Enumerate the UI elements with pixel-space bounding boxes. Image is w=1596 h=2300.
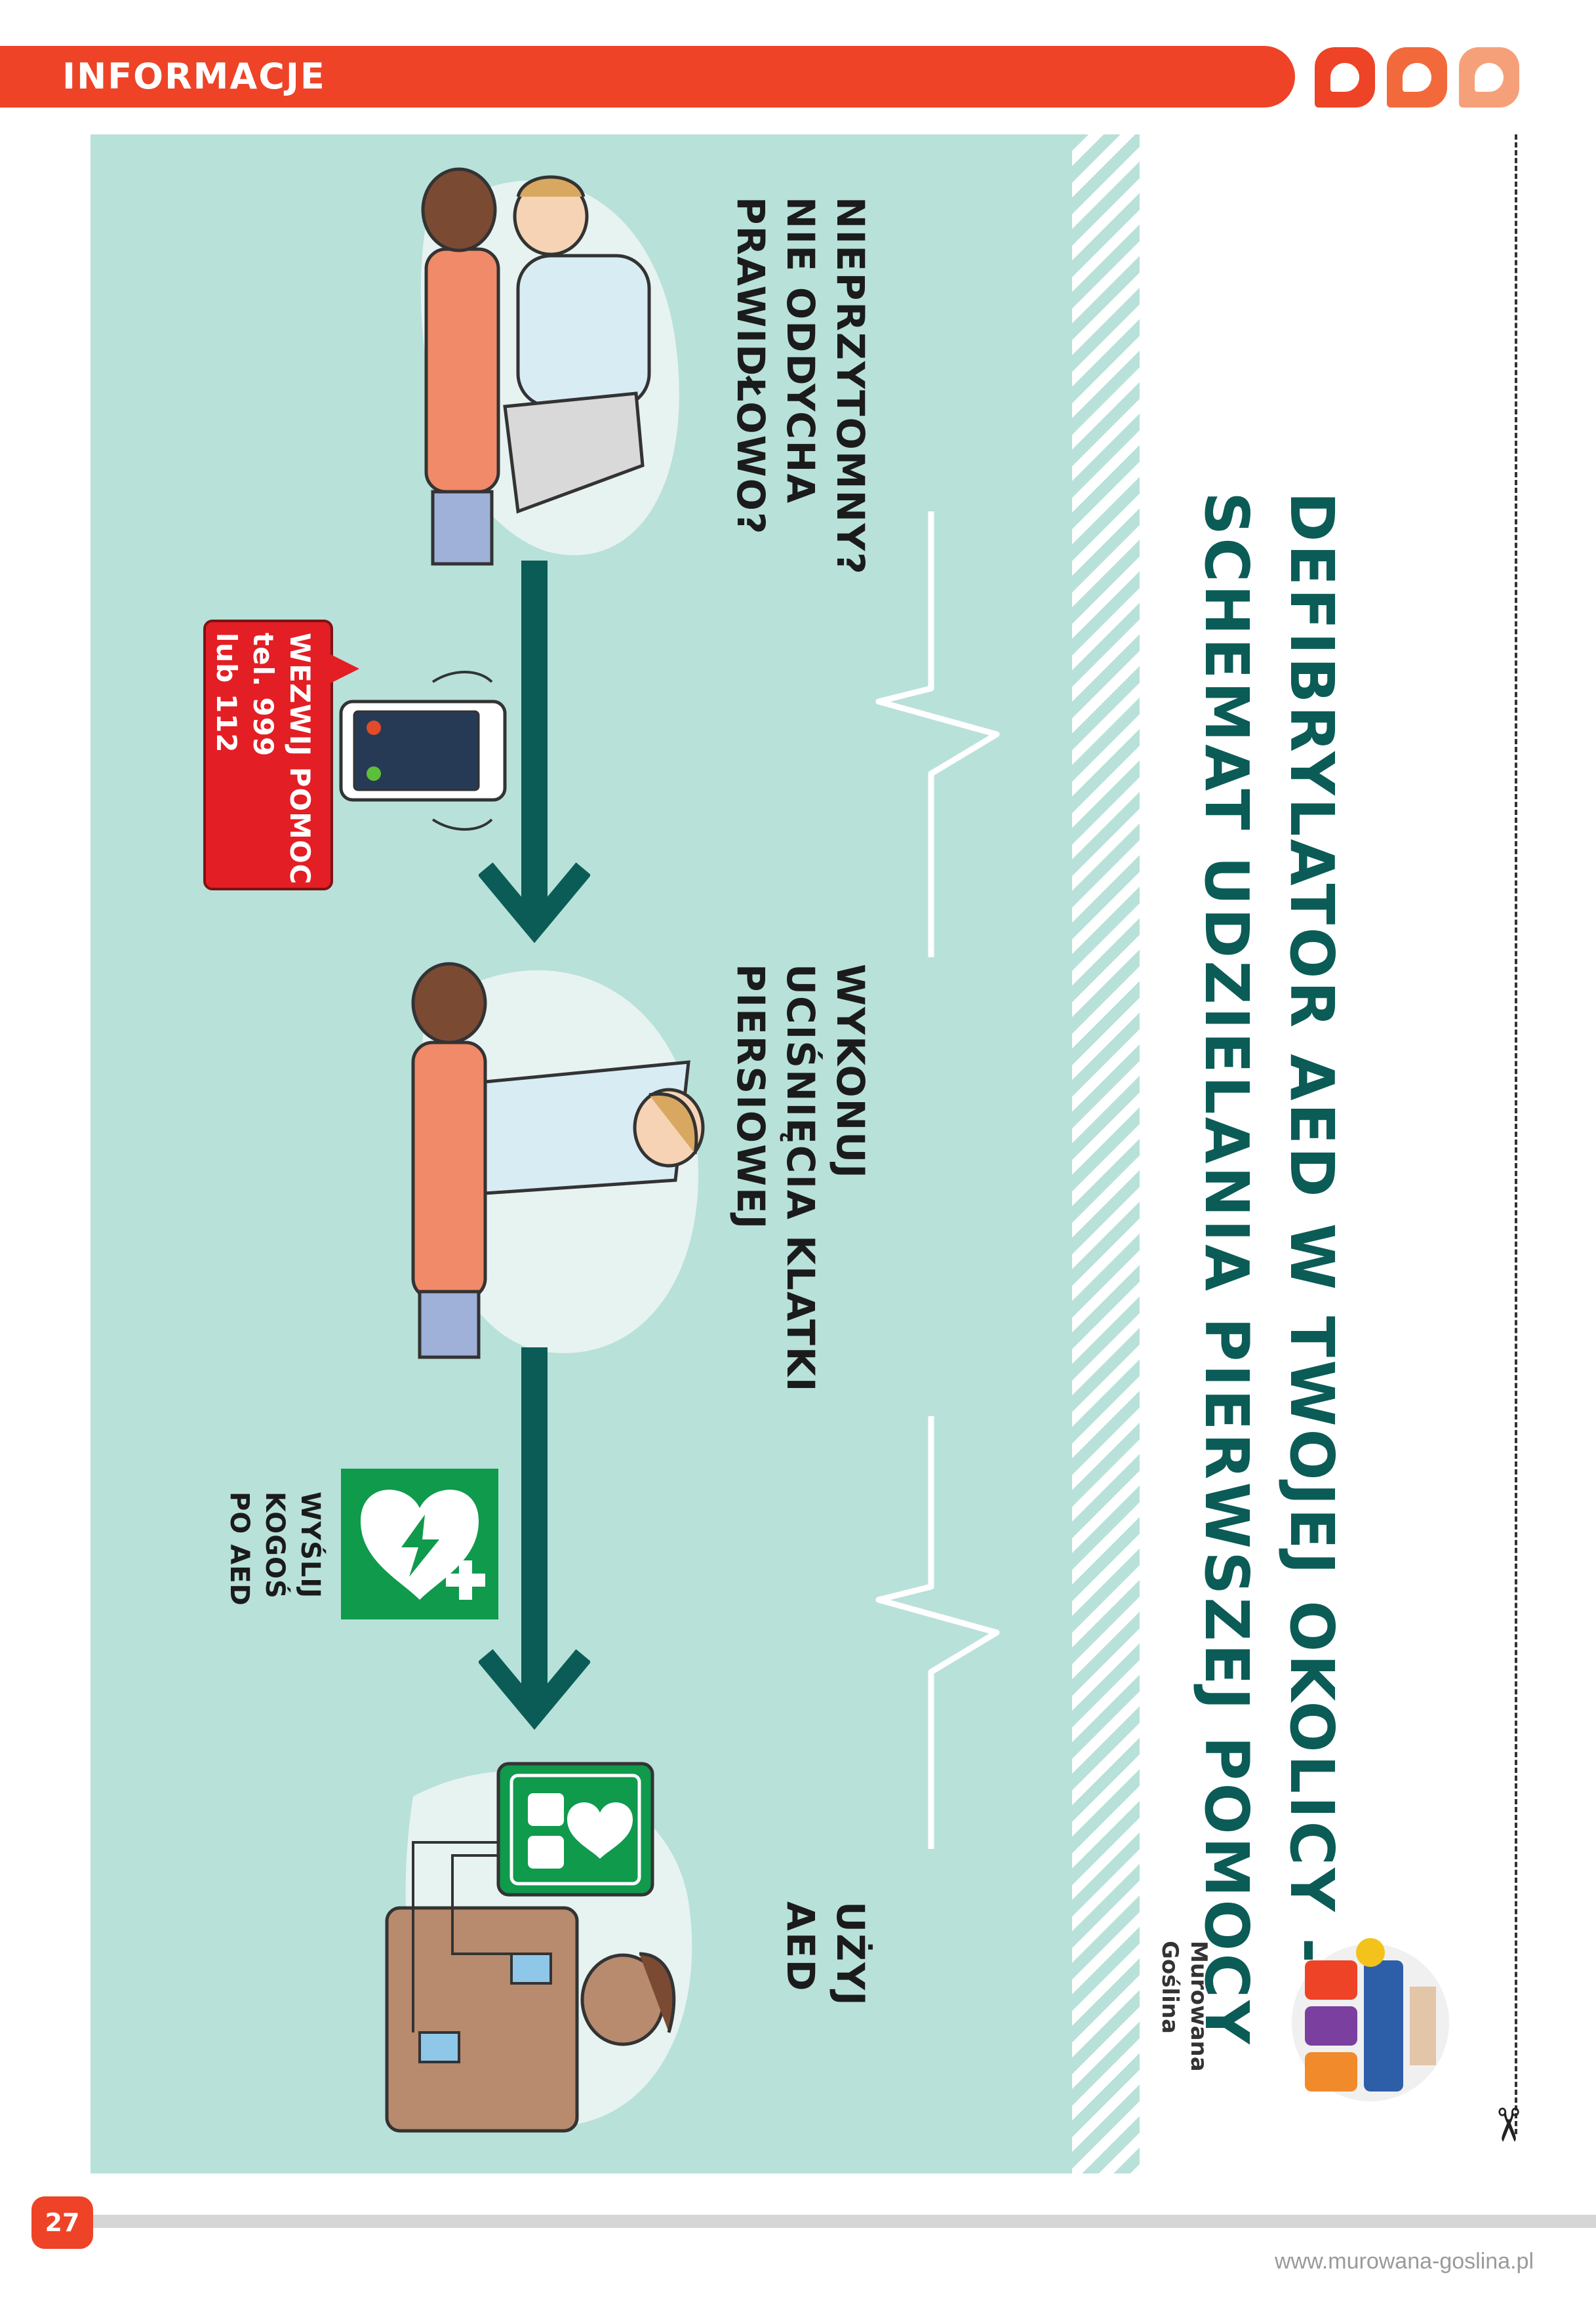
city-logo-text: Murowana Goślina (1157, 1941, 1212, 2072)
call-help-text: WEZWIJ POMOC tel. 999 lub 112 (210, 633, 316, 885)
title-line-1: DEFIBRYLATOR AED W TWOJEJ OKOLICY - (1277, 492, 1347, 1966)
page-number: 27 (31, 2196, 93, 2249)
arrow-down-icon (479, 561, 590, 943)
step-2-text: WYKONUJ UCIŚNIĘCIA KLATKI PIERSIOWEJ (728, 964, 873, 1393)
call-help-callout (203, 620, 333, 890)
aed-sign-icon (341, 1469, 498, 1619)
heartbeat-line-icon (875, 511, 1000, 957)
phone-icon (339, 671, 507, 831)
cut-line (1515, 134, 1517, 2134)
section-title: INFORMACJE (62, 56, 326, 97)
unconscious-person-illustration (420, 167, 679, 566)
send-for-aed-text: WYŚLIJ KOGOŚ PO AED (224, 1492, 325, 1606)
striped-border (1072, 134, 1140, 2173)
city-logo-icon (1292, 1938, 1449, 2101)
chat-bubble-icon (1387, 47, 1447, 108)
cpr-illustration (411, 962, 705, 1359)
footer-divider (66, 2215, 1596, 2228)
website-url[interactable]: www.murowana-goslina.pl (1275, 2249, 1534, 2274)
poster-title: DEFIBRYLATOR AED W TWOJEJ OKOLICY - SCHE… (1184, 492, 1354, 2047)
aed-use-illustration (385, 1762, 692, 2133)
chat-bubble-icon (1459, 47, 1519, 108)
callout-pointer (320, 649, 359, 688)
chat-bubble-icon (1315, 47, 1375, 108)
step-1-text: NIEPRZYTOMNY? NIE ODDYCHA PRAWIDŁOWO? (728, 197, 873, 576)
title-line-2: SCHEMAT UDZIELANIA PIERWSZEJ POMOCY (1191, 492, 1262, 2047)
step-3-text: UŻYJ AED (778, 1901, 873, 2007)
header-bar (0, 46, 1295, 108)
heartbeat-line-icon (875, 1416, 1000, 1849)
arrow-down-icon (479, 1347, 590, 1730)
scissors-icon: ✂ (1482, 2105, 1534, 2145)
